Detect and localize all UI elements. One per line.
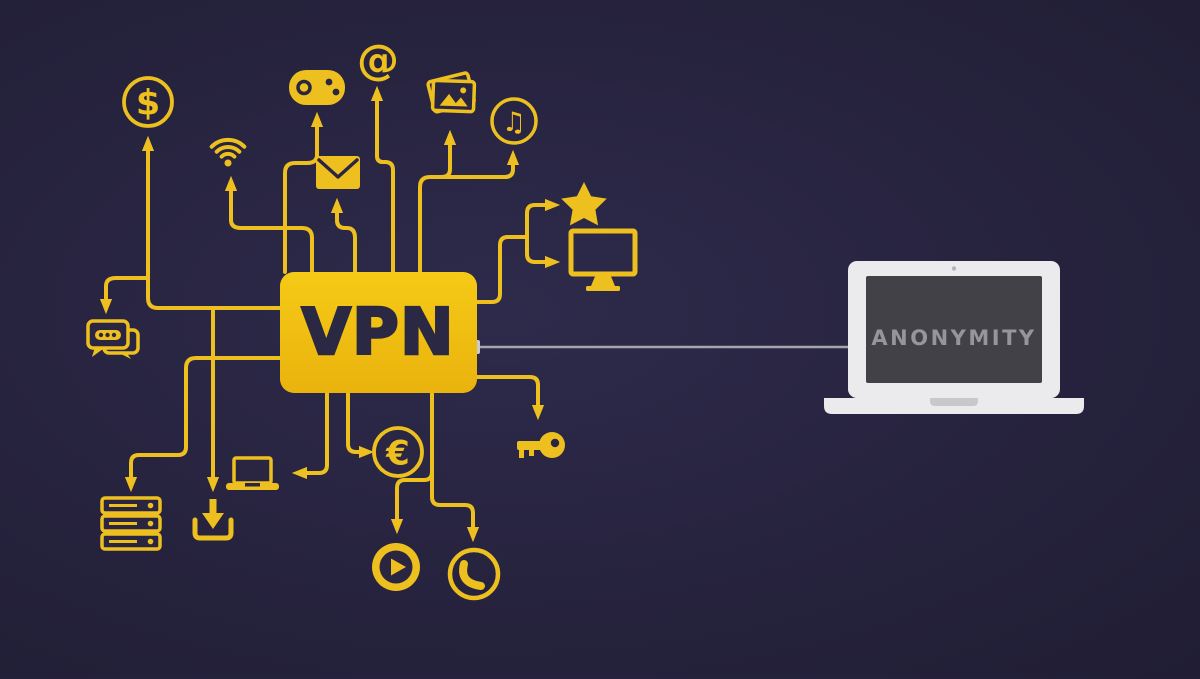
monitor-icon (568, 228, 638, 291)
laptop-base-notch (930, 398, 978, 406)
line-star-monitor-junction (477, 235, 527, 304)
chat-icon (86, 319, 140, 359)
laptop-screen (866, 276, 1042, 383)
email-icon (316, 156, 360, 189)
download-icon (192, 499, 234, 541)
line-wifi-beads (231, 190, 312, 272)
at-glyph: @ (357, 35, 399, 84)
star-icon (561, 182, 607, 226)
line-star (525, 199, 560, 237)
line-laptop-small (292, 393, 329, 479)
vpn-box-shape (280, 272, 477, 393)
line-chat (100, 276, 148, 314)
line-monitor (525, 237, 560, 268)
anonymity-label: ANONYMITY (871, 326, 1036, 350)
dollar-icon: $ (122, 76, 174, 128)
line-star-beads (527, 205, 546, 237)
wifi-icon (209, 137, 247, 167)
line-email-beads (337, 212, 355, 272)
webcam-dot (951, 266, 957, 271)
key-icon (517, 432, 565, 458)
connection-lines (100, 86, 560, 542)
laptop-small-icon (226, 456, 279, 490)
phone-icon (447, 547, 501, 601)
line-phone (430, 393, 479, 542)
euro-glyph: € (385, 434, 410, 474)
line-email (331, 198, 357, 272)
photos-icon (426, 71, 477, 114)
line-at-sign (371, 86, 395, 272)
server-icon (100, 496, 162, 551)
vpn-label: VPN (302, 296, 455, 370)
line-play (391, 471, 434, 534)
gamepad-icon (289, 70, 345, 105)
line-phone-beads (432, 393, 473, 528)
dollar-glyph: $ (136, 84, 160, 124)
euro-icon: € (372, 426, 424, 478)
line-wifi (225, 176, 314, 272)
anonymity-laptop: ANONYMITY (824, 261, 1084, 414)
music-note-glyph: ♫ (502, 107, 526, 138)
line-key (477, 375, 544, 420)
vpn-box: VPN (280, 272, 477, 393)
line-key-beads (477, 377, 538, 406)
play-icon (372, 543, 420, 591)
line-at-sign-beads (377, 100, 393, 272)
music-icon: ♫ (490, 97, 538, 145)
line-laptop-small-beads (306, 393, 327, 473)
line-chat-beads (106, 278, 148, 300)
at-sign-icon: @ (357, 35, 399, 84)
